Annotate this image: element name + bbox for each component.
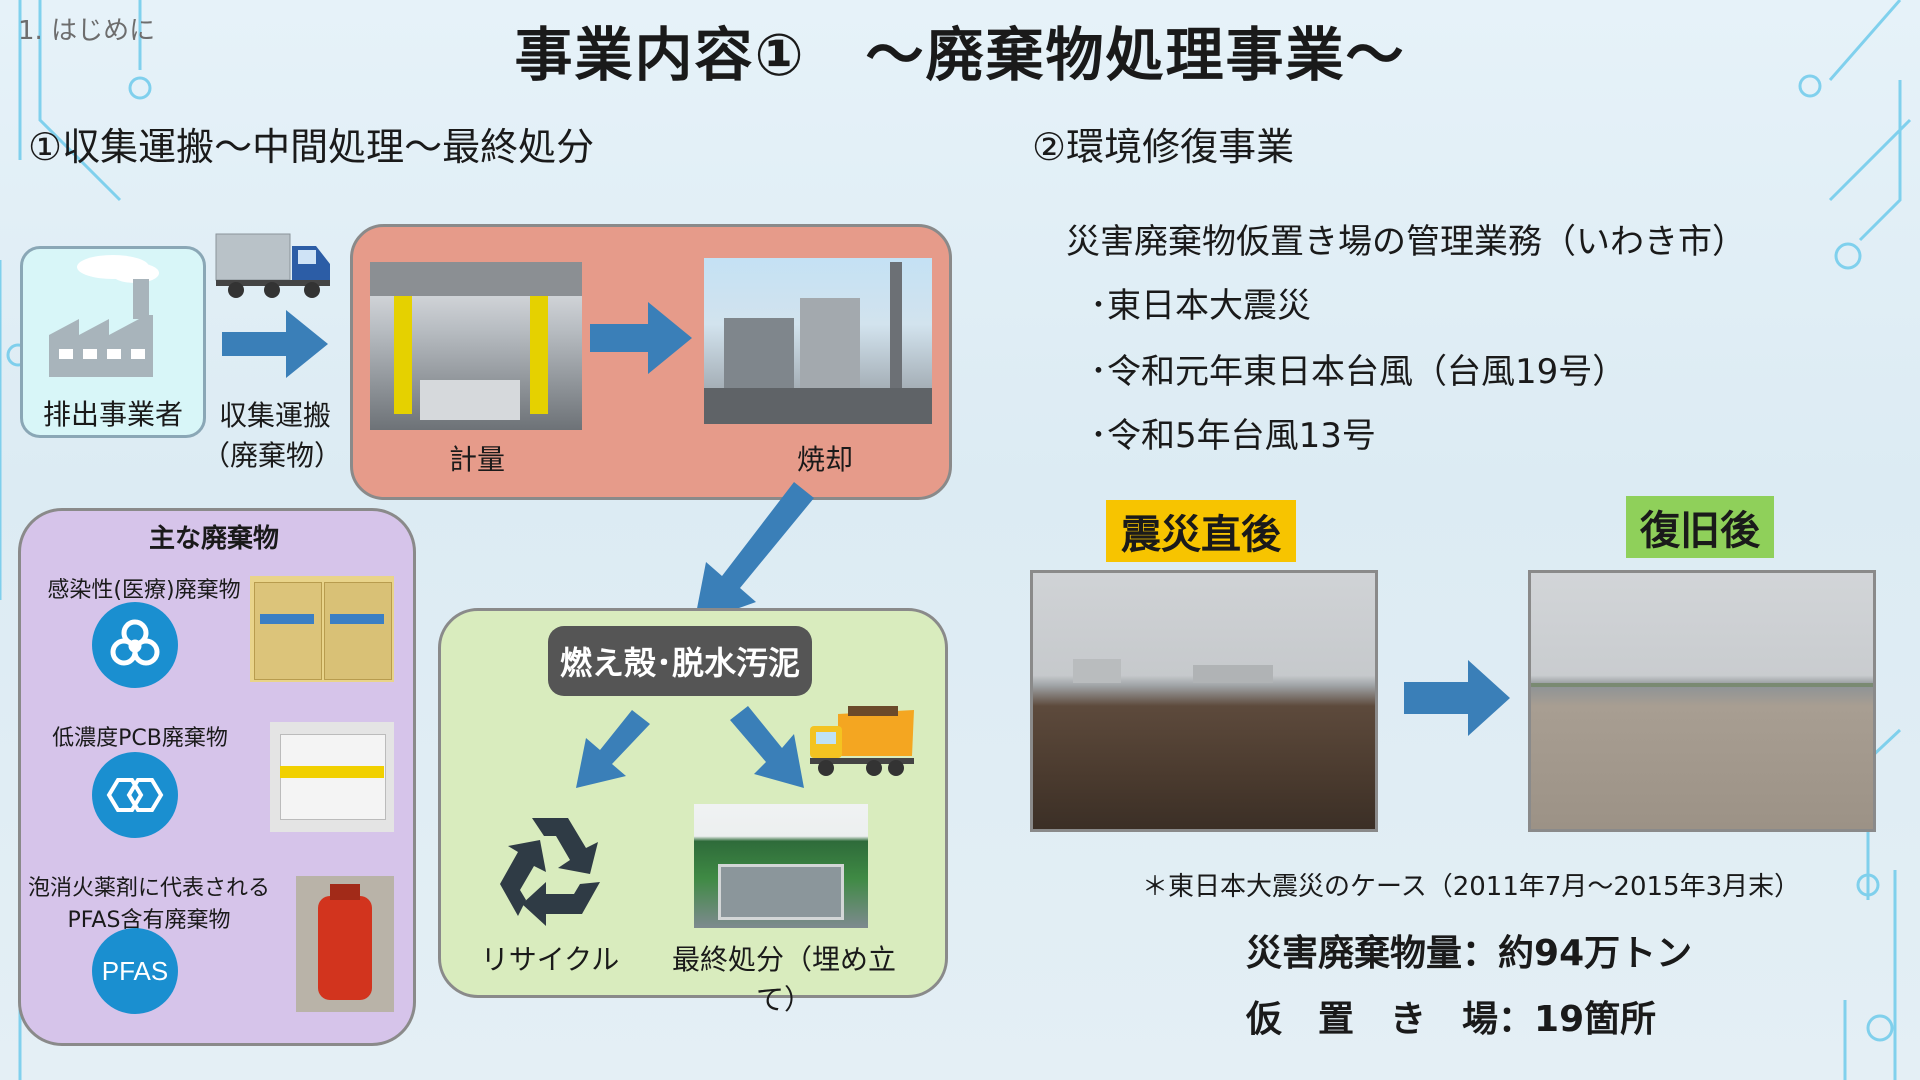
arrow-right-icon bbox=[590, 302, 692, 374]
arrow-right-icon bbox=[222, 310, 328, 378]
before-disaster-photo bbox=[1030, 570, 1378, 832]
truck-icon bbox=[215, 233, 330, 298]
after-tag: 復旧後 bbox=[1626, 496, 1774, 558]
arrow-down-left-icon bbox=[694, 482, 814, 624]
infectious-waste-label: 感染性(医療)廃棄物 bbox=[47, 578, 241, 603]
bullet-item: ･令和元年東日本台風（台風19号） bbox=[1090, 352, 1627, 392]
pfas-icon: PFAS bbox=[92, 928, 178, 1014]
pcb-hexagon-icon bbox=[92, 752, 178, 838]
main-waste-title: 主な廃棄物 bbox=[148, 524, 279, 554]
landfill-photo bbox=[694, 804, 868, 928]
emitter-label: 排出事業者 bbox=[42, 398, 183, 431]
recycle-icon bbox=[500, 818, 600, 926]
temporary-site-intro: 災害廃棄物仮置き場の管理業務（いわき市） bbox=[1066, 222, 1746, 262]
right-heading: ②環境修復事業 bbox=[1032, 125, 1295, 169]
arrow-right-icon bbox=[1404, 660, 1510, 736]
recycle-label: リサイクル bbox=[480, 943, 620, 976]
infectious-waste-photo bbox=[250, 576, 394, 682]
after-recovery-photo bbox=[1528, 570, 1876, 832]
dump-truck-icon bbox=[810, 706, 914, 776]
section-label: 1. はじめに bbox=[18, 16, 156, 46]
left-heading: ①収集運搬～中間処理～最終処分 bbox=[28, 125, 595, 169]
weighing-photo bbox=[370, 262, 582, 430]
pcb-waste-photo bbox=[270, 722, 394, 832]
arrow-down-left-icon bbox=[576, 710, 650, 788]
pcb-waste-label: 低濃度PCB廃棄物 bbox=[52, 726, 228, 751]
before-tag: 震災直後 bbox=[1106, 500, 1296, 562]
residue-label: 燃え殻･脱水汚泥 bbox=[548, 626, 812, 696]
bullet-item: ･令和5年台風13号 bbox=[1090, 416, 1376, 456]
factory-icon bbox=[49, 255, 159, 377]
bullet-item: ･東日本大震災 bbox=[1090, 286, 1311, 326]
stat-disaster-waste: 災害廃棄物量：約94万トン bbox=[1246, 933, 1693, 974]
arrow-down-right-icon bbox=[730, 706, 804, 788]
incineration-label: 焼却 bbox=[796, 443, 853, 476]
emitter-box: 排出事業者 bbox=[20, 246, 206, 438]
weighing-label: 計量 bbox=[448, 443, 505, 476]
pfas-waste-label: 泡消火薬剤に代表される PFAS含有廃棄物 bbox=[27, 876, 270, 933]
landfill-label: 最終処分（埋め立て） bbox=[671, 943, 896, 1016]
stat-temporary-sites: 仮 置 き 場：19箇所 bbox=[1246, 999, 1657, 1040]
incinerator-photo bbox=[704, 258, 932, 424]
pfas-waste-photo bbox=[296, 876, 394, 1012]
page-title: 事業内容① ～廃棄物処理事業～ bbox=[514, 21, 1406, 89]
transport-label: 収集運搬 （廃棄物） bbox=[202, 399, 343, 472]
biohazard-icon bbox=[92, 602, 178, 688]
case-note: ＊東日本大震災のケース（2011年7月～2015年3月末） bbox=[1142, 872, 1801, 902]
